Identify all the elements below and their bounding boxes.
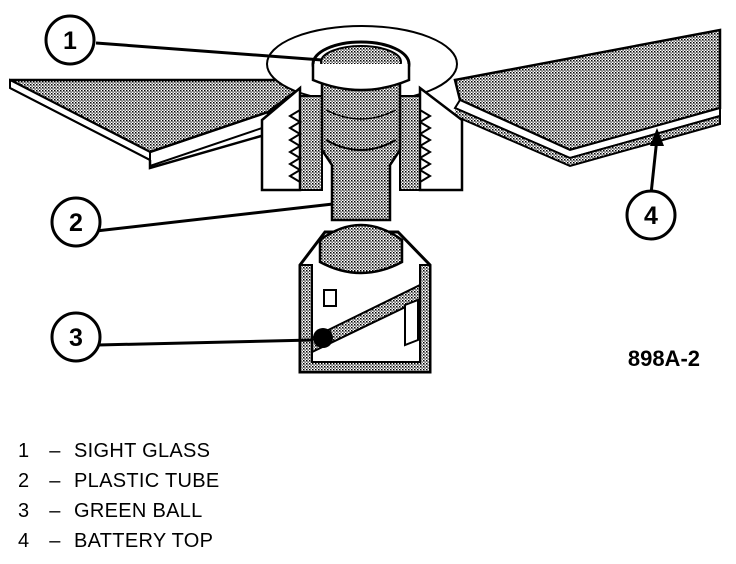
legend-item-3: 3 – GREEN BALL [18,500,220,530]
leader-lines [95,41,659,347]
legend-number: 3 [18,500,30,522]
legend-label: SIGHT GLASS [74,440,211,462]
arrowhead [650,128,664,146]
legend: 1 – SIGHT GLASS 2 – PLASTIC TUBE 3 – GRE… [18,440,220,560]
legend-label: BATTERY TOP [74,530,214,552]
battery-hydrometer-diagram: 1 2 3 4 898A-2 [9,14,722,374]
svg-text:4: 4 [644,202,658,230]
green-ball [313,328,333,348]
svg-text:3: 3 [69,324,83,352]
callout-1: 1 [44,14,96,66]
legend-item-4: 4 – BATTERY TOP [18,530,220,560]
sight-glass [311,40,411,92]
legend-number: 2 [18,470,30,492]
legend-separator: – [49,440,61,462]
figure-reference-code: 898A-2 [628,346,700,371]
svg-text:1: 1 [63,27,77,55]
legend-item-2: 2 – PLASTIC TUBE [18,470,220,500]
callout-2: 2 [50,196,102,248]
svg-text:2: 2 [69,209,83,237]
legend-number: 1 [18,440,30,462]
plastic-tube [320,78,402,222]
legend-separator: – [49,470,61,492]
battery-top-plate [9,28,722,170]
callout-3: 3 [50,311,102,363]
callout-4: 4 [625,189,677,241]
threaded-collar [260,85,464,192]
legend-item-1: 1 – SIGHT GLASS [18,440,220,470]
legend-separator: – [49,500,61,522]
legend-number: 4 [18,530,30,552]
legend-separator: – [49,530,61,552]
ball-cage [298,223,432,374]
legend-label: PLASTIC TUBE [74,470,220,492]
legend-label: GREEN BALL [74,500,203,522]
